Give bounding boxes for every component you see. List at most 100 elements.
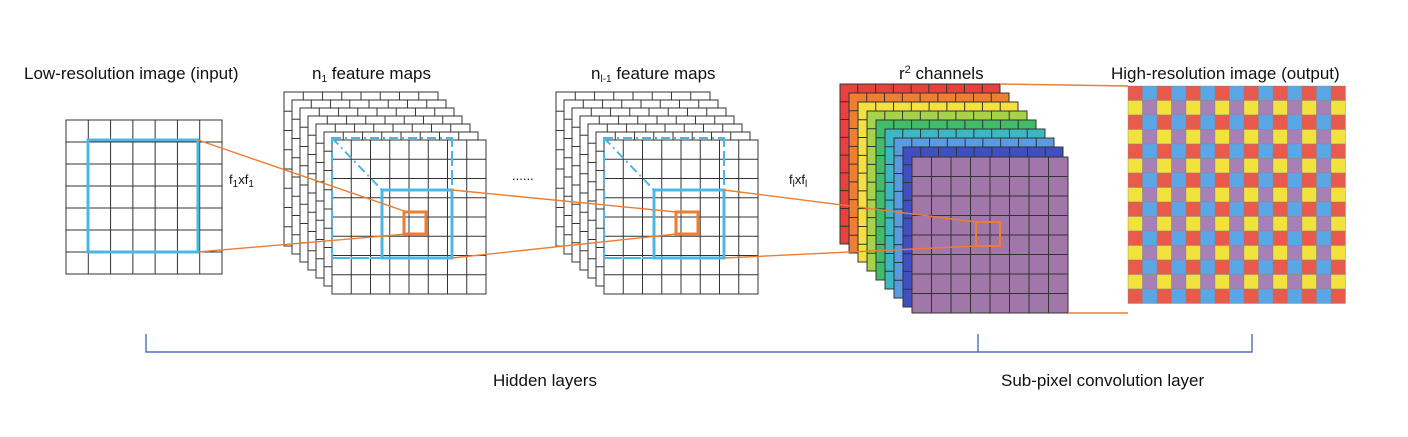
output-pixel-14-10 (1272, 288, 1288, 304)
output-pixel-0-12 (1301, 85, 1317, 101)
output-pixel-4-10 (1272, 143, 1288, 159)
output-pixel-10-0 (1127, 230, 1143, 246)
output-pixel-4-14 (1330, 143, 1346, 159)
output-pixel-8-3 (1171, 201, 1187, 217)
output-pixel-14-13 (1316, 288, 1332, 304)
output-pixel-8-2 (1156, 201, 1172, 217)
output-pixel-11-1 (1142, 245, 1158, 261)
output-pixel-2-13 (1316, 114, 1332, 130)
output-pixel-9-3 (1171, 216, 1187, 232)
output-pixel-9-10 (1272, 216, 1288, 232)
nl-feature-maps-label: nl-1 feature maps (591, 64, 716, 85)
output-pixel-4-3 (1171, 143, 1187, 159)
nl-stack-map-7-lines (604, 140, 758, 294)
layer-brace (145, 334, 1253, 353)
output-pixel-9-0 (1127, 216, 1143, 232)
output-pixel-1-9 (1258, 100, 1274, 116)
output-pixel-10-3 (1171, 230, 1187, 246)
output-pixel-10-1 (1142, 230, 1158, 246)
output-pixel-12-9 (1258, 259, 1274, 275)
output-pixel-12-10 (1272, 259, 1288, 275)
output-pixel-4-0 (1127, 143, 1143, 159)
output-pixel-2-12 (1301, 114, 1317, 130)
output-pixel-5-9 (1258, 158, 1274, 174)
output-pixel-10-11 (1287, 230, 1303, 246)
output-pixel-9-11 (1287, 216, 1303, 232)
channel-selection (975, 221, 1001, 247)
output-pixel-9-1 (1142, 216, 1158, 232)
output-pixel-9-14 (1330, 216, 1346, 232)
n1-diag-tl (331, 137, 383, 191)
output-pixel-8-13 (1316, 201, 1332, 217)
output-pixel-4-2 (1156, 143, 1172, 159)
output-pixel-1-0 (1127, 100, 1143, 116)
output-pixel-12-5 (1200, 259, 1216, 275)
subpixel-layer-label: Sub-pixel convolution layer (1001, 371, 1205, 390)
output-pixel-11-2 (1156, 245, 1172, 261)
output-pixel-5-6 (1214, 158, 1230, 174)
output-pixel-11-10 (1272, 245, 1288, 261)
output-pixel-0-14 (1330, 85, 1346, 101)
output-pixel-6-6 (1214, 172, 1230, 188)
output-pixel-2-3 (1171, 114, 1187, 130)
output-pixel-1-14 (1330, 100, 1346, 116)
output-pixel-14-1 (1142, 288, 1158, 304)
output-pixel-8-11 (1287, 201, 1303, 217)
output-pixel-1-8 (1243, 100, 1259, 116)
output-pixel-2-4 (1185, 114, 1201, 130)
output-pixel-2-2 (1156, 114, 1172, 130)
output-pixel-8-6 (1214, 201, 1230, 217)
output-pixel-13-2 (1156, 274, 1172, 290)
output-pixel-7-0 (1127, 187, 1143, 203)
output-pixel-8-14 (1330, 201, 1346, 217)
output-pixel-5-13 (1316, 158, 1332, 174)
output-pixel-11-4 (1185, 245, 1201, 261)
output-pixel-10-5 (1200, 230, 1216, 246)
output-pixel-5-8 (1243, 158, 1259, 174)
output-pixel-12-12 (1301, 259, 1317, 275)
connector-nl-bottom (723, 245, 977, 259)
output-pixel-5-4 (1185, 158, 1201, 174)
output-pixel-6-4 (1185, 172, 1201, 188)
output-pixel-13-3 (1171, 274, 1187, 290)
output-pixel-1-6 (1214, 100, 1230, 116)
output-pixel-1-3 (1171, 100, 1187, 116)
output-pixel-0-5 (1200, 85, 1216, 101)
output-pixel-10-6 (1214, 230, 1230, 246)
output-pixel-10-4 (1185, 230, 1201, 246)
output-pixel-4-5 (1200, 143, 1216, 159)
output-pixel-7-14 (1330, 187, 1346, 203)
output-pixel-1-13 (1316, 100, 1332, 116)
output-pixel-3-4 (1185, 129, 1201, 145)
output-pixel-6-7 (1229, 172, 1245, 188)
connector-nl-top (723, 189, 977, 223)
nl-selection (674, 210, 700, 236)
output-pixel-13-13 (1316, 274, 1332, 290)
output-pixel-12-0 (1127, 259, 1143, 275)
output-pixel-3-9 (1258, 129, 1274, 145)
output-pixel-13-1 (1142, 274, 1158, 290)
output-pixel-11-3 (1171, 245, 1187, 261)
connector-channels-top (999, 83, 1129, 87)
output-pixel-6-3 (1171, 172, 1187, 188)
output-pixel-8-1 (1142, 201, 1158, 217)
output-pixel-0-0 (1127, 85, 1143, 101)
output-pixel-3-1 (1142, 129, 1158, 145)
output-pixel-4-4 (1185, 143, 1201, 159)
output-pixel-8-7 (1229, 201, 1245, 217)
output-pixel-2-0 (1127, 114, 1143, 130)
output-pixel-10-9 (1258, 230, 1274, 246)
output-pixel-9-9 (1258, 216, 1274, 232)
output-pixel-4-8 (1243, 143, 1259, 159)
output-pixel-8-12 (1301, 201, 1317, 217)
output-pixel-8-9 (1258, 201, 1274, 217)
output-pixel-14-3 (1171, 288, 1187, 304)
output-pixel-0-13 (1316, 85, 1332, 101)
output-pixel-4-6 (1214, 143, 1230, 159)
output-pixel-14-4 (1185, 288, 1201, 304)
output-pixel-10-12 (1301, 230, 1317, 246)
n1-anchor (338, 50, 339, 51)
ellipsis-label: ...... (512, 168, 534, 183)
output-pixel-14-9 (1258, 288, 1274, 304)
output-pixel-13-6 (1214, 274, 1230, 290)
